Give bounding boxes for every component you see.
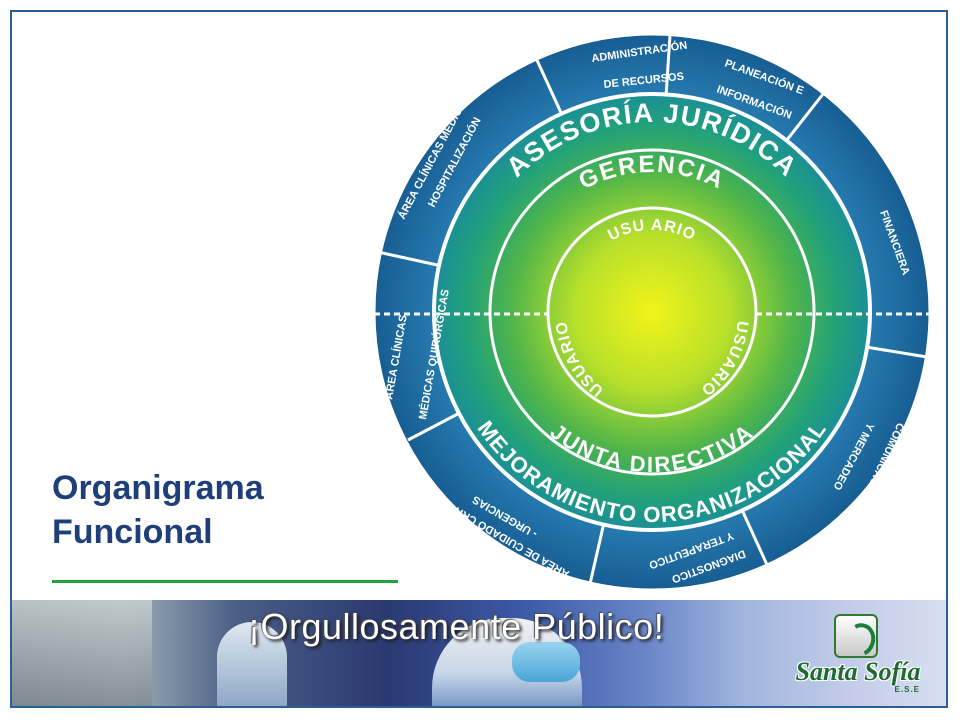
organizational-circle <box>432 92 872 532</box>
title-line-1: Organigrama <box>52 469 264 507</box>
hospital-logo: Santa Sofía E.S.E <box>778 614 938 700</box>
logo-name: Santa Sofía <box>795 657 921 686</box>
user-core <box>546 206 758 418</box>
logo-mark-icon <box>834 614 878 658</box>
slogan-banner: ¡Orgullosamente Público! Santa Sofía E.S… <box>12 600 946 706</box>
slide-frame: Organigrama Funcional <box>10 10 948 708</box>
management-ring <box>488 148 816 476</box>
org-chart-svg: ADMINISTRACIÓN DE RECURSOS PLANEACIÓN E … <box>372 32 932 632</box>
org-chart-diagram: ADMINISTRACIÓN DE RECURSOS PLANEACIÓN E … <box>352 22 946 632</box>
logo-subtitle: E.S.E <box>894 685 920 694</box>
slogan-text: ¡Orgullosamente Público! <box>248 606 665 647</box>
title-line-2: Funcional <box>52 513 213 551</box>
title-underline <box>52 580 398 583</box>
slide-title: Organigrama Funcional <box>52 466 264 554</box>
hospital-equipment-photo <box>12 600 152 706</box>
surgical-mask-icon <box>512 642 580 682</box>
medical-staff-photo <box>217 622 287 706</box>
